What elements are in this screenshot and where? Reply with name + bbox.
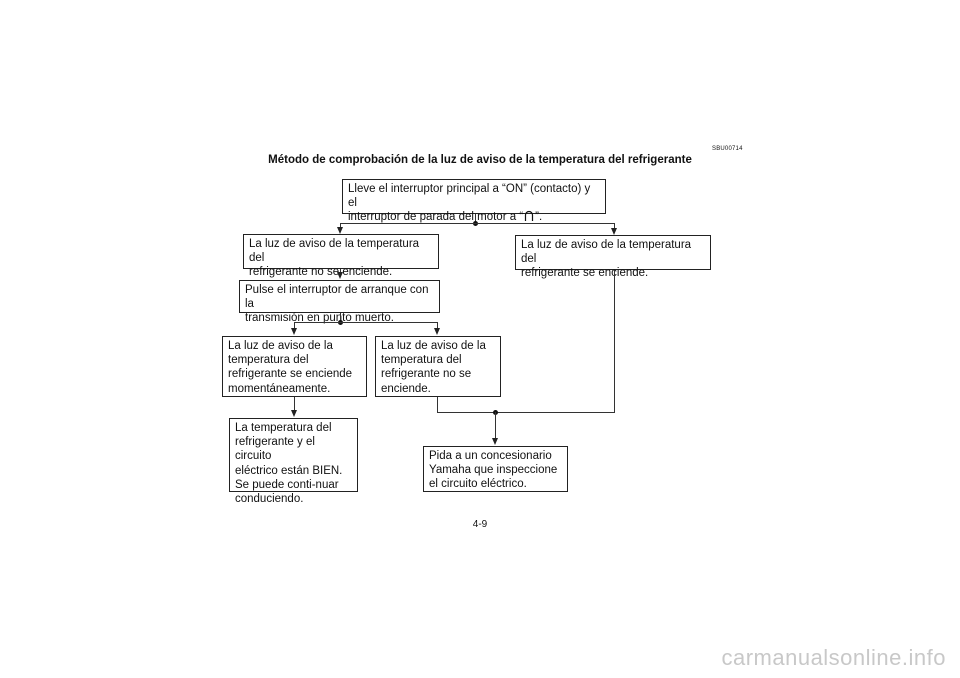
step-momentary-line-2: temperatura del [228, 354, 309, 367]
step-light-not-on-box: La luz de aviso de la temperatura del re… [243, 234, 439, 278]
step-no-light-line-3: refrigerante no se [381, 368, 472, 381]
step-momentary-line-1: La luz de aviso de la [228, 340, 333, 352]
step-momentary-line-3: refrigerante se enciende [228, 368, 353, 381]
step-ok-line-4: Se puede conti-nuar [235, 478, 339, 491]
step-no-light-box: La luz de aviso de la temperatura del re… [375, 336, 501, 397]
step-start-line-2: interruptor de parada del motor a “”. [348, 211, 543, 224]
step-press-starter-line-2: transmisión en punto muerto. [245, 312, 394, 325]
step-light-not-on-line-2: refrigerante no se enciende. [249, 266, 393, 279]
arrow-down-icon [291, 328, 297, 335]
document-code: SBU00714 [712, 146, 743, 152]
connector-press-horizontal [294, 322, 438, 323]
connector-momentary-down [294, 397, 295, 411]
step-no-light-line-4: enciende. [381, 382, 431, 395]
step-dealer-line-3: el circuito eléctrico. [429, 478, 527, 491]
arrow-down-icon [492, 438, 498, 445]
step-press-starter-line-1: Pulse el interruptor de arranque con la [245, 284, 429, 311]
step-start-line-1: Lleve el interruptor principal a “ON” (c… [348, 183, 591, 210]
step-ok-box: La temperatura del refrigerante y el cir… [229, 418, 358, 505]
arrow-down-icon [611, 228, 617, 235]
step-no-light-line-1: La luz de aviso de la [381, 340, 486, 352]
connector-on-down [614, 270, 615, 413]
connector-press-left-down [294, 322, 295, 328]
arrow-down-icon [337, 272, 343, 279]
step-dealer-box: Pida a un concesionario Yamaha que inspe… [423, 446, 568, 492]
step-ok-line-2: refrigerante y el circuito [235, 436, 315, 463]
step-light-on-line-1: La luz de aviso de la temperatura del [521, 239, 692, 266]
step-dealer-line-1: Pida a un concesionario [429, 450, 552, 462]
connector-no-light-down [437, 397, 438, 413]
step-dealer-line-2: Yamaha que inspeccione [429, 464, 558, 477]
step-press-starter-box: Pulse el interruptor de arranque con la … [239, 280, 440, 324]
step-light-on-line-2: refrigerante se enciende. [521, 267, 649, 280]
watermark: carmanualsonline.info [721, 645, 946, 670]
connector-left-down [340, 223, 341, 227]
step-momentary-box: La luz de aviso de la temperatura del re… [222, 336, 367, 397]
step-ok-line-1: La temperatura del [235, 422, 332, 434]
step-ok-line-5: conduciendo. [235, 493, 304, 506]
arrow-down-icon [434, 328, 440, 335]
step-light-on-box: La luz de aviso de la temperatura del re… [515, 235, 711, 279]
connector-merge-horizontal [437, 412, 615, 413]
connector-press-down [340, 313, 341, 324]
step-light-not-on-line-1: La luz de aviso de la temperatura del [249, 238, 420, 265]
page-number: 4-9 [472, 519, 488, 530]
connector-start-down [475, 214, 476, 224]
connector-press-right-down [437, 322, 438, 328]
step-ok-line-3: eléctrico están BIEN. [235, 464, 343, 477]
connector-not-on-down [340, 269, 341, 273]
page-title: Método de comprobación de la luz de avis… [268, 154, 692, 166]
arrow-down-icon [337, 227, 343, 234]
engine-run-symbol-icon [525, 211, 534, 222]
step-start-box: Lleve el interruptor principal a “ON” (c… [342, 179, 606, 223]
arrow-down-icon [291, 410, 297, 417]
connector-start-horizontal [340, 223, 615, 224]
connector-right-down [614, 223, 615, 228]
step-no-light-line-2: temperatura del [381, 354, 462, 367]
connector-merge-down [495, 412, 496, 439]
step-momentary-line-4: momentáneamente. [228, 382, 331, 395]
